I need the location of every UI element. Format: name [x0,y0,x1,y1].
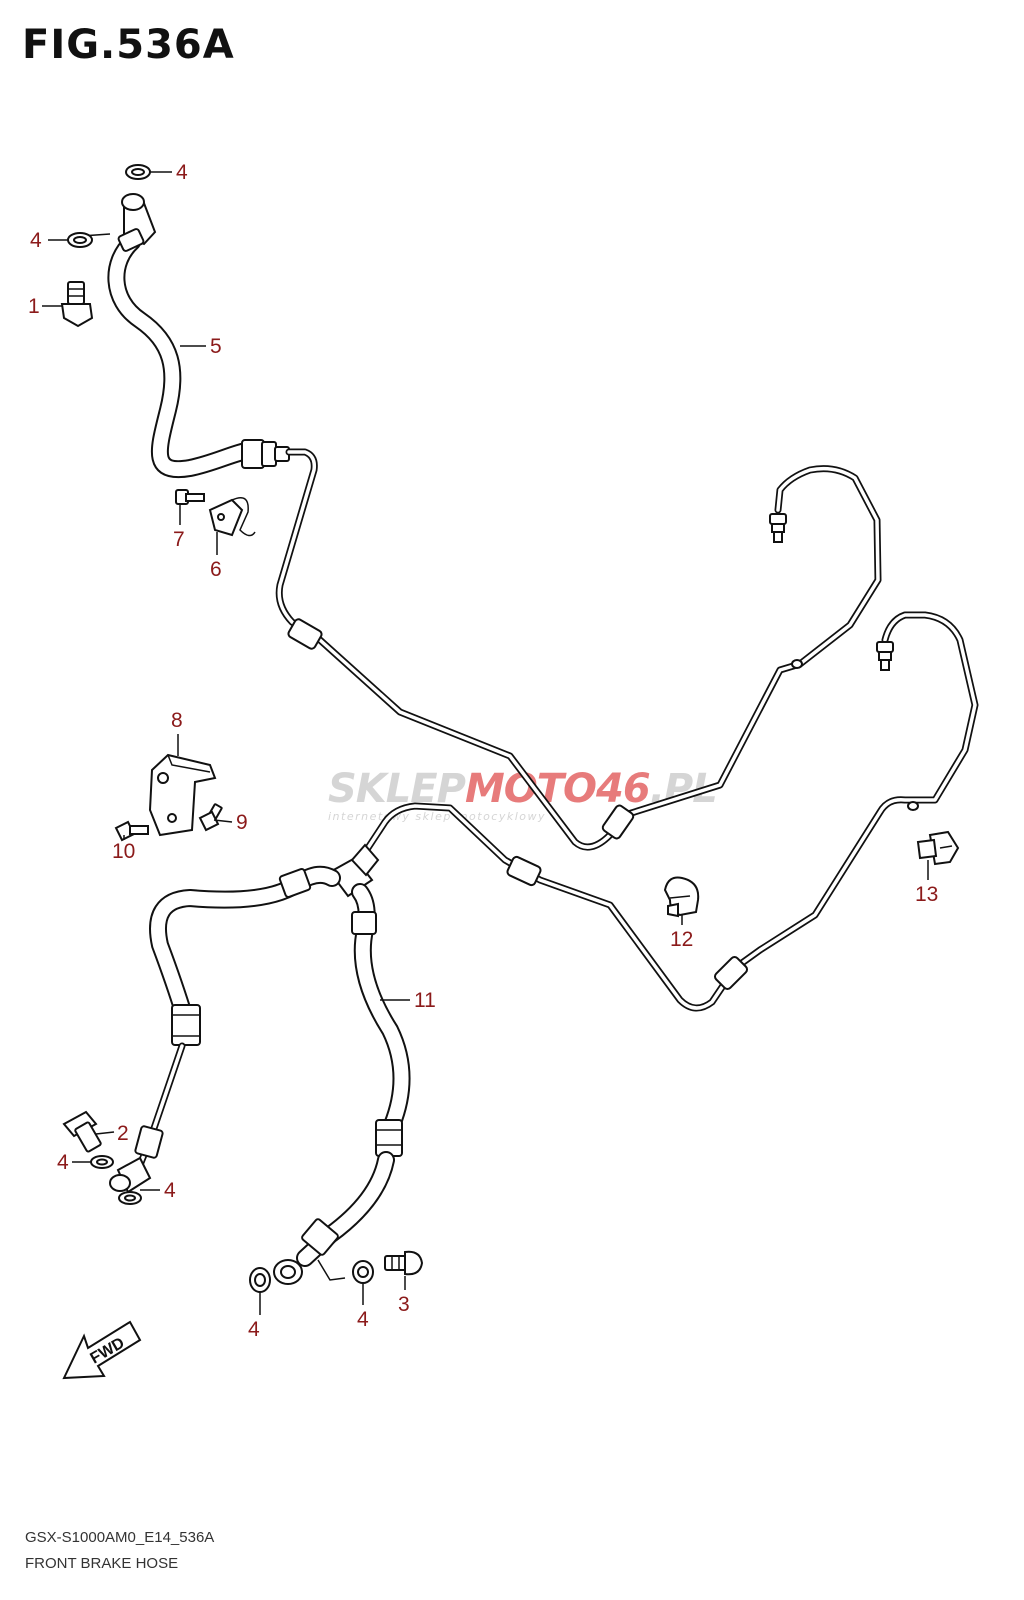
leaders [42,171,929,1315]
callout-10: 10 [112,840,135,863]
callout-4-lower-left-a: 4 [57,1151,69,1174]
watermark: SKLEPMOTO46.PL internetowy sklep motocyk… [328,766,718,823]
washer-top [125,164,151,180]
clamp-12 [663,876,700,918]
callout-7: 7 [173,528,185,551]
callout-4-upper-left: 4 [30,229,42,252]
brake-pipe-b [356,611,979,1012]
footer-code: GSX-S1000AM0_E14_536A [25,1529,215,1546]
washer-lower-left-a [90,1155,114,1169]
callout-4-bottom-right: 4 [357,1308,369,1331]
callout-labels: 4 4 1 5 6 7 8 9 10 11 12 13 2 4 4 4 4 3 [28,161,938,1341]
brake-pipe-a [275,448,882,851]
fwd-arrow: FWD [62,1320,142,1380]
callout-4-top: 4 [176,161,188,184]
bracket-8 [148,753,217,837]
bolt-7 [175,489,205,505]
figure-title: FIG.536A [22,22,235,68]
union-bolt-lower-right [384,1250,424,1276]
callout-9: 9 [236,811,248,834]
callout-12: 12 [670,928,693,951]
callout-5: 5 [210,335,222,358]
callout-1: 1 [28,295,40,318]
callout-2: 2 [117,1122,129,1145]
union-bolt-lower-left [62,1110,102,1153]
bolt-9 [198,803,223,832]
washer-bottom-left [249,1267,271,1293]
bolt-10 [114,820,149,842]
washer-lower-left-b [118,1191,142,1205]
watermark-tagline: internetowy sklep motocyklowy [328,810,546,823]
footer-name: FRONT BRAKE HOSE [25,1555,179,1572]
clip-13 [916,830,960,866]
callout-3: 3 [398,1293,410,1316]
lower-brake-hose [109,843,411,1285]
callout-13: 13 [915,883,938,906]
callout-8: 8 [171,709,183,732]
clamp-6 [208,497,256,537]
callout-4-lower-left-b: 4 [164,1179,176,1202]
upper-brake-hose [107,193,290,479]
callout-11: 11 [414,989,436,1012]
footer: GSX-S1000AM0_E14_536A FRONT BRAKE HOSE [25,1525,214,1577]
union-bolt-upper [60,281,94,328]
callout-4-bottom-left: 4 [248,1318,260,1341]
washer-bottom-right [352,1260,374,1284]
watermark-part-b: MOTO [465,766,596,812]
watermark-part-c: 46 [595,766,650,812]
washer-left-upper [67,232,93,248]
callout-6: 6 [210,558,222,581]
